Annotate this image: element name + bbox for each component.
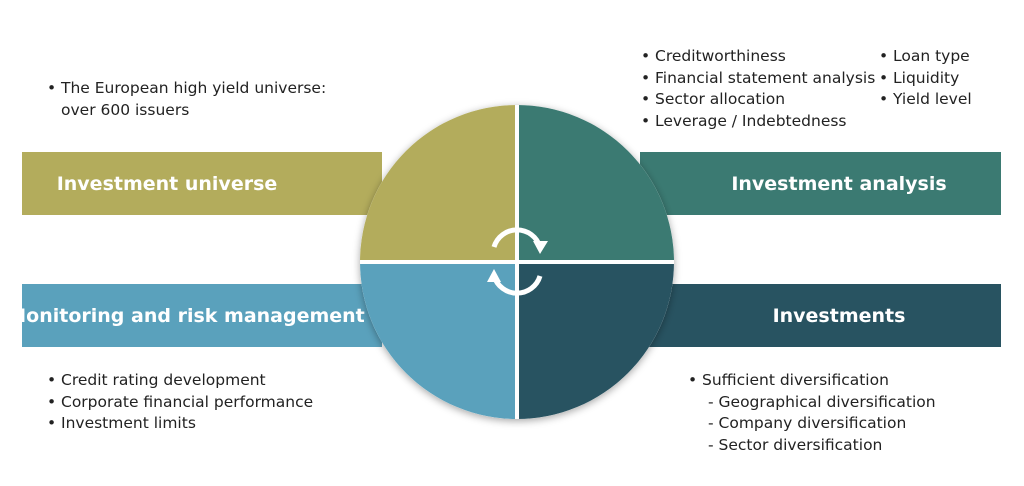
analysis-note: Leverage / Indebtedness [641,111,875,133]
universe-quadrant [360,105,515,260]
analysis-note: Yield level [879,89,972,111]
investments-quadrant [519,264,674,419]
analysis-note: Liquidity [879,68,972,90]
monitoring-note: Corporate financial performance [47,392,313,414]
investments-label: Investments [772,304,906,327]
analysis-notes-left: Creditworthiness Financial statement ana… [641,46,875,132]
universe-note-line: The European high yield universe: [47,78,326,100]
analysis-note: Loan type [879,46,972,68]
monitoring-label: Monitoring and risk management [7,304,365,327]
analysis-notes-right: Loan type Liquidity Yield level [879,46,972,111]
investments-note: Sufficient diversification [688,370,936,392]
monitoring-note: Credit rating development [47,370,313,392]
universe-note-line: over 600 issuers [61,100,190,119]
investment-universe-label: Investment universe [56,172,278,195]
universe-notes: The European high yield universe: over 6… [47,78,326,121]
investments-subnote: Geographical diversification [688,392,936,414]
cycle-arrow-head-top [533,241,548,254]
investments-notes: Sufficient diversification Geographical … [688,370,936,456]
investments-band: Investments [640,284,1001,347]
monitoring-quadrant [360,264,515,419]
analysis-note: Sector allocation [641,89,875,111]
investment-analysis-band: Investment analysis [640,152,1001,215]
investments-subnote: Sector diversification [688,435,936,457]
monitoring-band: Monitoring and risk management [7,284,382,347]
monitoring-notes: Credit rating development Corporate fina… [47,370,313,435]
investments-subnote: Company diversification [688,413,936,435]
monitoring-note: Investment limits [47,413,313,435]
analysis-note: Financial statement analysis [641,68,875,90]
cycle-arrows-icon [491,227,543,296]
cycle-arrow-head-bottom [487,269,501,282]
analysis-note: Creditworthiness [641,46,875,68]
investment-analysis-label: Investment analysis [731,172,947,195]
investment-universe-band: Investment universe [22,152,382,215]
